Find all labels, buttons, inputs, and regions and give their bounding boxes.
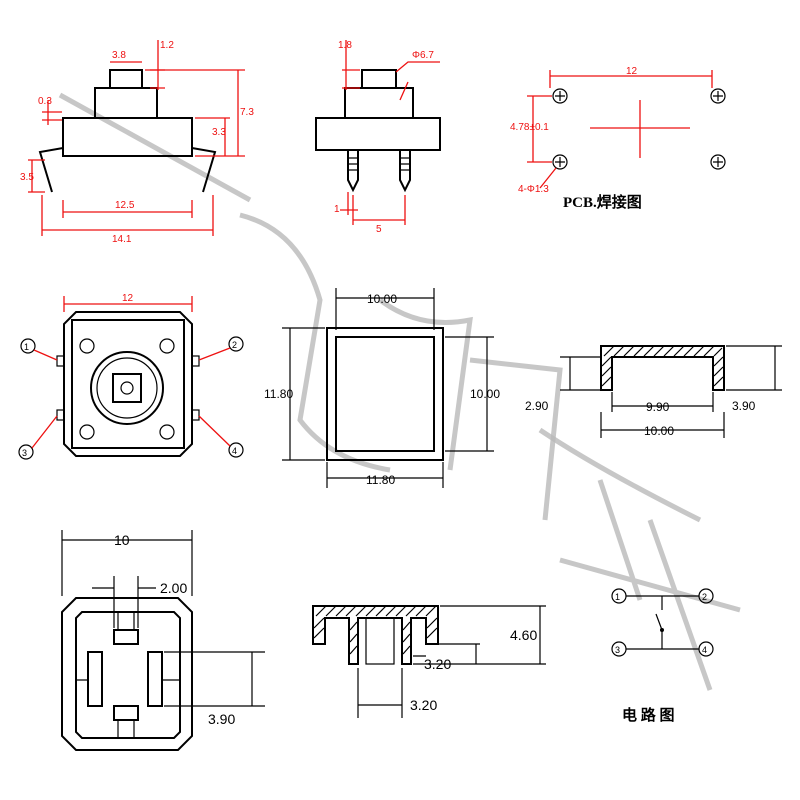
- dim-sec-right: 3.90: [732, 399, 756, 413]
- dim-side1-left-small: 0.3: [38, 96, 52, 107]
- dim-side1-top: 1.2: [160, 40, 174, 51]
- watermark: [58, 92, 741, 691]
- dim-sec-outer: 10.00: [644, 424, 674, 438]
- dim-bottom-width: 10: [114, 532, 130, 548]
- top-view: 12 1 2 3 4: [18, 293, 244, 460]
- cap-top-view: 10.00 11.80 10.00 11.80: [264, 288, 500, 488]
- circuit-pin-3: 3: [615, 645, 620, 655]
- side-view-1: 3.8 1.2 7.3 0.3 3.3 3.5 12.5 14.1: [20, 40, 254, 245]
- dim-bottom-right: 3.90: [208, 711, 235, 727]
- cap-section: 2.90 9.90 3.90 10.00: [525, 345, 782, 438]
- circuit-pin-4: 4: [702, 645, 707, 655]
- circuit-caption: 电 路 图: [622, 706, 675, 724]
- circuit-pin-1: 1: [615, 592, 620, 602]
- dim-top-width: 12: [122, 293, 134, 304]
- circuit-diagram: 1 2 3 4 电 路 图: [611, 588, 714, 724]
- dim-side1-inner: 12.5: [115, 200, 135, 211]
- dim-side2-dia: Φ6.7: [412, 50, 434, 61]
- pin-label-2: 2: [232, 340, 237, 350]
- dim-side1-outer: 14.1: [112, 234, 132, 245]
- dim-cap-top-width: 10.00: [367, 292, 397, 306]
- pin-label-3: 3: [22, 448, 27, 458]
- dim-sec-height: 2.90: [525, 399, 549, 413]
- dim-sec2-height: 4.60: [510, 627, 537, 643]
- dim-cap-bottom-width: 11.80: [366, 473, 395, 487]
- dim-side2-top: 1.8: [338, 40, 352, 51]
- dim-sec2-bottom: 3.20: [410, 697, 437, 713]
- cap-section-2: 4.60 3.20 3.20: [312, 605, 546, 718]
- dim-side1-right: 3.3: [212, 127, 226, 138]
- dim-cap-left-height: 11.80: [264, 387, 293, 401]
- dim-pcb-height: 4.78±0.1: [510, 122, 549, 133]
- dim-top-button: 3.8: [112, 50, 126, 61]
- pcb-layout: 12 4.78±0.1 4-Φ1.3 PCB.焊接图: [510, 66, 726, 211]
- dim-side1-pin: 3.5: [20, 172, 34, 183]
- pin-label-4: 4: [232, 446, 237, 456]
- bottom-view: 10 2.00 3.90: [61, 530, 265, 751]
- dim-pcb-hole: 4-Φ1.3: [518, 184, 549, 195]
- circuit-pin-2: 2: [702, 592, 707, 602]
- dim-sec-inner: 9.90: [646, 400, 670, 414]
- dim-side1-height: 7.3: [240, 107, 254, 118]
- dim-pcb-width: 12: [626, 66, 638, 77]
- dim-side2-pin-gap: 1: [334, 204, 340, 215]
- dim-cap-right-height: 10.00: [470, 387, 500, 401]
- side-view-2: 1.8 Φ6.7 1 5: [315, 40, 441, 235]
- dim-bottom-slot: 2.00: [160, 580, 187, 596]
- pin-label-1: 1: [24, 342, 29, 352]
- pcb-caption: PCB.焊接图: [563, 193, 642, 211]
- dim-side2-pin-width: 5: [376, 224, 382, 235]
- dim-sec2-mid: 3.20: [424, 656, 451, 672]
